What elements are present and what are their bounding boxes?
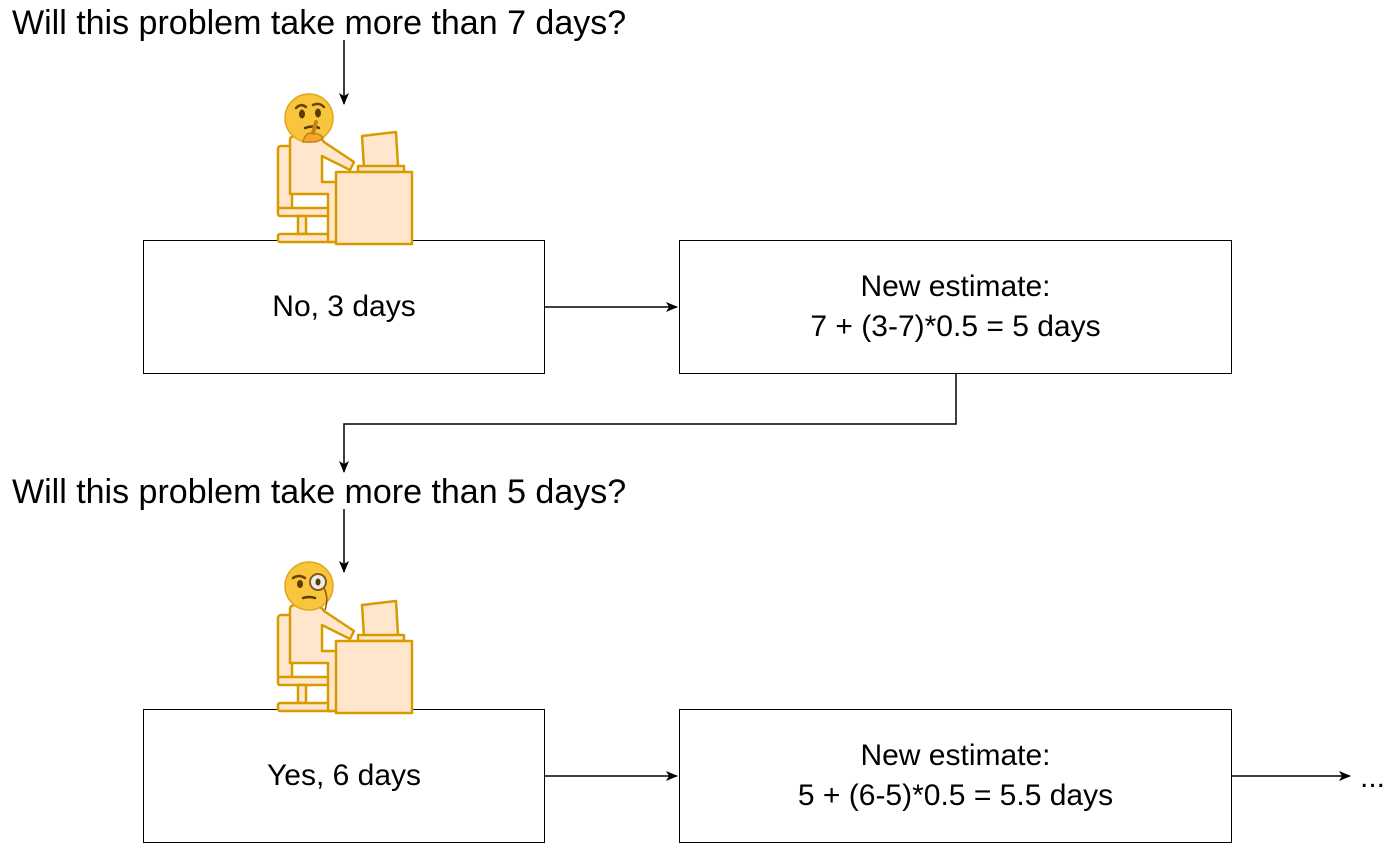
estimate-1-heading: New estimate: [860, 270, 1051, 303]
estimate-box-1: New estimate: 7 + (3-7)*0.5 = 5 days [679, 240, 1232, 374]
continuation-ellipsis: ... [1360, 761, 1386, 794]
thinking-face-icon [284, 93, 334, 143]
answer-box-2: Yes, 6 days [143, 709, 545, 843]
face-with-monocle-icon [284, 561, 334, 611]
arrow-estimate-1-to-question-2 [339, 374, 957, 473]
person-at-desk-icon [276, 599, 414, 715]
question-1: Will this problem take more than 7 days? [12, 4, 627, 42]
answer-1-text: No, 3 days [272, 290, 416, 323]
estimate-2-formula: 5 + (6-5)*0.5 = 5.5 days [797, 779, 1114, 812]
estimate-1-formula: 7 + (3-7)*0.5 = 5 days [810, 310, 1101, 343]
question-2: Will this problem take more than 5 days? [12, 473, 627, 511]
answer-2-text: Yes, 6 days [267, 759, 421, 792]
answer-box-1: No, 3 days [143, 240, 545, 374]
estimate-2-heading: New estimate: [860, 739, 1051, 772]
estimate-box-2: New estimate: 5 + (6-5)*0.5 = 5.5 days [679, 709, 1232, 843]
